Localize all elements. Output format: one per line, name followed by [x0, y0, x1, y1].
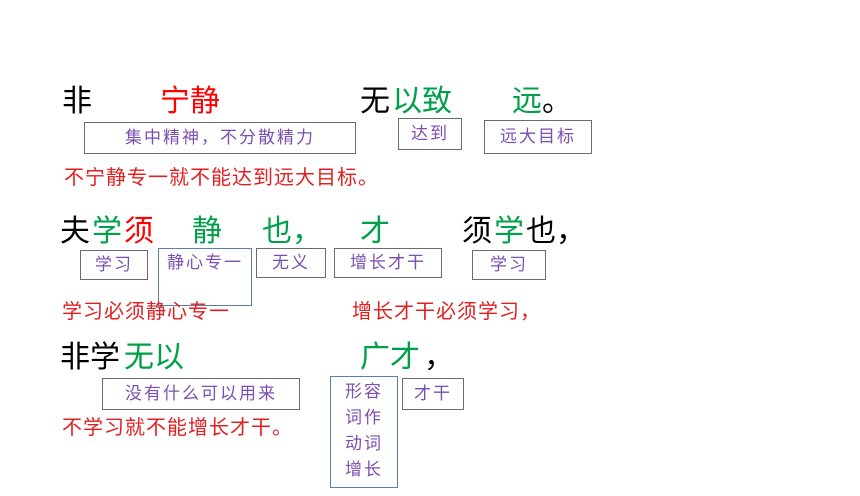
text-cai: 才 — [360, 214, 390, 249]
text-ye: 也， — [262, 214, 322, 249]
text-comma: ， — [424, 340, 454, 375]
text-guangcai: 广才 — [360, 340, 420, 375]
text-xue2: 学 — [494, 214, 524, 249]
note-zengzhang: 增长才干 — [334, 248, 442, 278]
note-xuexi-1: 学习 — [80, 250, 148, 280]
text-wu: 无 — [360, 84, 390, 119]
text-wuyi: 无以 — [124, 340, 184, 375]
text-fei: 非 — [62, 84, 92, 119]
note-meiyou: 没有什么可以用来 — [102, 378, 300, 410]
translation-1: 不宁静专一就不能达到远大目标。 — [64, 165, 379, 189]
translation-2b: 增长才干必须学习， — [352, 299, 541, 323]
note-wuyi-2: 无义 — [256, 248, 326, 278]
text-fu: 夫 — [60, 214, 90, 249]
note-dadao: 达到 — [398, 118, 462, 150]
text-feixue: 非学 — [60, 340, 120, 375]
text-yuan: 远 — [512, 84, 542, 119]
translation-3: 不学习就不能增长才干。 — [62, 415, 293, 439]
note-jizhong: 集中精神，不分散精力 — [84, 122, 356, 154]
text-yizhi: 以致 — [392, 84, 452, 119]
text-jing: 静 — [192, 214, 222, 249]
note-jingxin: 静心专一 — [158, 248, 252, 306]
text-xu: 须 — [124, 214, 154, 249]
text-xue: 学 — [92, 214, 122, 249]
text-ningjing: 宁静 — [160, 84, 220, 119]
text-ye2: 也， — [526, 214, 586, 249]
text-period: 。 — [542, 84, 572, 119]
note-caigan: 才干 — [402, 378, 464, 410]
note-yuanda: 远大目标 — [484, 120, 592, 154]
note-xingrong: 形容词作动词增长 — [330, 376, 398, 488]
note-xuexi-2: 学习 — [472, 250, 546, 280]
text-xu2: 须 — [462, 214, 492, 249]
translation-2a: 学习必须静心专一 — [62, 299, 230, 323]
